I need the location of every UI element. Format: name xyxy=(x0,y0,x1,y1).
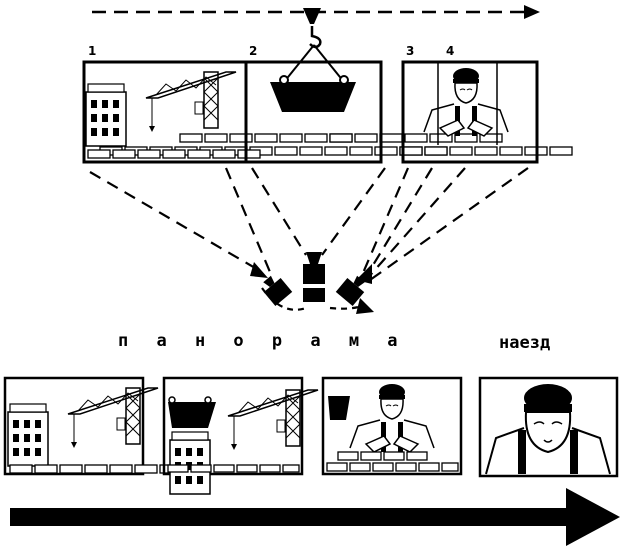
frame-number-3: 3 xyxy=(406,44,414,58)
pan-rotation-arrow xyxy=(261,287,374,314)
bottom-frame-3 xyxy=(321,376,463,476)
bottom-frame-4-zoom xyxy=(478,376,619,478)
top-frame-3-4 xyxy=(401,60,539,164)
top-frame-2 xyxy=(244,60,383,164)
timeline-arrow xyxy=(10,488,620,546)
camera-icon xyxy=(263,252,365,306)
bottom-frame-2 xyxy=(162,376,319,495)
crane-hook-icon xyxy=(283,8,345,83)
label-zoom-in: наезд xyxy=(499,333,550,353)
bottom-frame-1 xyxy=(3,376,183,476)
sight-lines xyxy=(89,167,529,281)
frame-number-1: 1 xyxy=(88,44,96,58)
label-panorama: п а н о р а м а xyxy=(118,331,407,351)
frame-number-4: 4 xyxy=(446,44,454,58)
frame-number-2: 2 xyxy=(249,44,257,58)
pan-direction-arrow xyxy=(92,5,540,19)
